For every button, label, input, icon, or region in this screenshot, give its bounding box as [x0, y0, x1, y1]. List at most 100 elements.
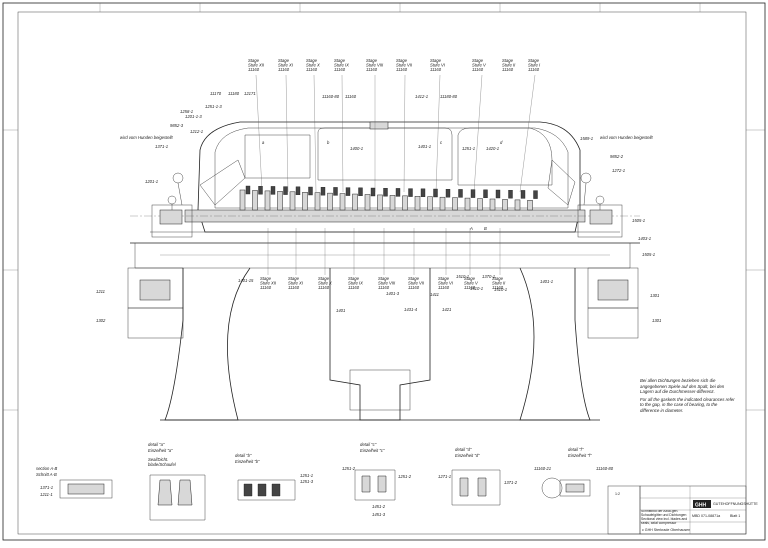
stage-label-title: Stage: [492, 276, 504, 281]
stage-label-sub: Stufe I: [528, 63, 541, 68]
stage-label-sub: Stufe XI: [288, 281, 304, 286]
brand-logo-box: [693, 500, 711, 508]
rotor-blade: [502, 199, 508, 211]
stator-vane: [333, 187, 338, 196]
detail-c: detail "c" Einzelheit "c" 1251-2 1251-2 …: [342, 442, 412, 517]
intake-duct: [329, 268, 431, 421]
stage-label-code: 11160: [318, 285, 330, 290]
stage-label-sub: Stufe VIII: [378, 281, 396, 286]
stage-label-sub: Stufe IX: [348, 281, 363, 286]
part-label: 11160-80: [322, 94, 340, 99]
pedestal-right: [587, 267, 639, 339]
svg-text:detail "c": detail "c": [360, 442, 377, 447]
stage-label-title: Stage: [396, 58, 408, 63]
stage-label-title: Stage: [260, 276, 272, 281]
title-english: Sectional view incl. blades and seals, a…: [641, 516, 688, 525]
stator-vane: [345, 187, 351, 196]
svg-text:1251-1: 1251-1: [300, 473, 313, 478]
inner-chamber-right: [457, 127, 553, 186]
svg-text:d: d: [500, 140, 503, 145]
part-label: 1301: [652, 318, 661, 323]
part-label: 1505-1: [632, 218, 645, 223]
svg-text:A: A: [469, 226, 473, 231]
stage-label-title: Stage: [438, 276, 450, 281]
bearing-shell-right: [589, 209, 613, 225]
stage-label-code: 11160: [464, 285, 476, 290]
svg-text:Einzelheit "b": Einzelheit "b": [235, 459, 260, 464]
note-english: For all the gaskets the indicated cleara…: [640, 396, 735, 413]
rotor-blade: [364, 194, 371, 211]
svg-text:section A-B: section A-B: [36, 466, 57, 471]
stage-label-code: 11160: [248, 67, 260, 72]
stage-label-code: 11160: [528, 67, 540, 72]
stator-vane: [358, 187, 363, 197]
part-label: 1431-4: [404, 307, 418, 312]
stage-label-title: Stage: [278, 58, 290, 63]
part-label: 1371-1: [155, 144, 168, 149]
pressure-gauges: [167, 172, 605, 210]
stage-label-code: 11160: [306, 67, 318, 72]
sheet-outer-border: [2, 2, 766, 541]
stage-label-title: Stage: [528, 58, 540, 63]
stage-label-code: 11160: [408, 285, 420, 290]
rotor-blade: [289, 191, 296, 211]
part-label: 1258-1: [180, 109, 193, 114]
part-label: 1272-1: [612, 168, 625, 173]
pedestal-left: [127, 267, 184, 339]
support-leg-left: [164, 267, 251, 421]
rotor-blade: [414, 196, 421, 211]
stator-vane: [320, 186, 326, 196]
detail-d: detail "d" Einzelheit "d" 1271-1 1371-2: [438, 447, 518, 506]
stage-label-sub: Stufe V: [464, 281, 479, 286]
stage-label-sub: Stufe XII: [248, 63, 265, 68]
note-german: Bei allen Dichtungen beziehen sich die a…: [640, 378, 725, 394]
stator-vane: [258, 185, 263, 195]
svg-text:1451-2: 1451-2: [372, 504, 386, 509]
detail-section-ab: section A-B Schnitt A-B 1371-1 1211-1: [36, 466, 113, 499]
stator-vane: [483, 189, 488, 199]
part-label: 1505-1: [642, 252, 655, 257]
part-label: 11170: [210, 91, 222, 96]
svg-text:Einzelheit "c": Einzelheit "c": [360, 448, 385, 453]
detail-f: detail "f" Einzelheit "f" 11160-21 11160…: [534, 447, 614, 499]
stage-label-code: 11160: [260, 285, 272, 290]
rotor-blade: [377, 194, 383, 211]
part-label: 1589-1: [580, 136, 593, 141]
stage-label-code: 11160: [396, 67, 408, 72]
stage-label-title: Stage: [502, 58, 514, 63]
svg-text:detail "f": detail "f": [568, 447, 584, 452]
svg-text:1211-1: 1211-1: [40, 492, 53, 497]
rotor-blade: [402, 195, 408, 211]
outer-casing: [197, 121, 581, 233]
rotor-blade: [389, 195, 396, 211]
stage-label-sub: Stufe II: [502, 63, 516, 68]
inner-casing-wall: [214, 127, 569, 209]
stage-label-sub: Stufe VI: [430, 63, 446, 68]
svg-text:1251-2: 1251-2: [398, 474, 412, 479]
rotor-blade: [489, 198, 496, 211]
title-german: Schnittbild der Axial-gen. Schaufelgitte…: [641, 510, 687, 517]
part-label: 1401-1: [418, 144, 431, 149]
stage-label-code: 11160: [472, 67, 484, 72]
svg-text:1371-1: 1371-1: [40, 485, 53, 490]
stator-vane: [495, 189, 501, 199]
rotor-blade: [514, 199, 521, 211]
stator-vane: [470, 189, 476, 198]
svg-text:c: c: [440, 140, 443, 145]
stator-vane: [245, 185, 251, 195]
stator-vane: [420, 188, 426, 198]
svg-text:Einzelheit "a": Einzelheit "a": [148, 448, 173, 453]
svg-text:1451-3: 1451-3: [372, 512, 386, 517]
part-label: 9852-3: [170, 123, 184, 128]
stage-label-code: 11160: [430, 67, 442, 72]
stage-label-code: 11160: [502, 67, 514, 72]
leaders-bottom: [267, 228, 501, 275]
outlet-cone-right: [547, 159, 576, 206]
svg-text:1251-3: 1251-3: [300, 479, 314, 484]
leaders-top: [255, 74, 536, 193]
inlet-cone-left: [199, 159, 246, 206]
stage-label-sub: Stufe VII: [396, 63, 413, 68]
stator-vane: [408, 188, 413, 197]
stator-vane: [508, 189, 513, 199]
svg-text:b: b: [327, 140, 330, 145]
